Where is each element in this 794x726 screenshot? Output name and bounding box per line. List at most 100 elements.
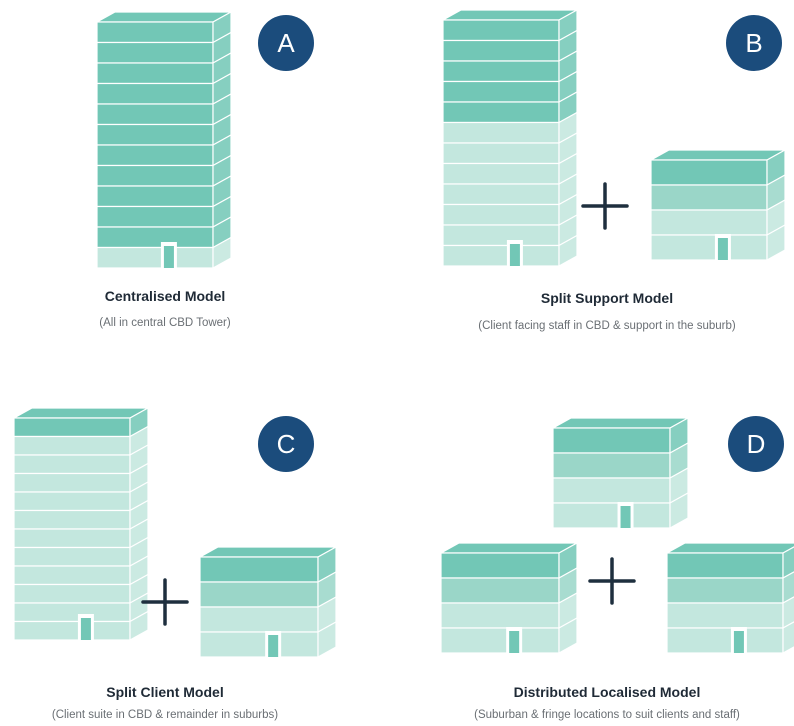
floor (442, 224, 560, 247)
building-icon (648, 148, 788, 262)
floor (199, 581, 319, 608)
building-icon (11, 406, 151, 642)
badge-b: B (726, 15, 782, 71)
floor-side (212, 236, 232, 270)
floor-side (766, 223, 786, 262)
plus-icon (581, 182, 629, 230)
floor (13, 472, 131, 493)
plus-icon (141, 578, 189, 626)
badge-d: D (728, 416, 784, 472)
floor (13, 491, 131, 512)
floor (666, 577, 784, 604)
floor (96, 144, 214, 167)
door-panel (509, 244, 520, 266)
floor (440, 552, 560, 579)
floor (96, 205, 214, 228)
building-icon (550, 416, 691, 530)
floor (666, 627, 784, 654)
floor (442, 183, 560, 206)
roof (648, 149, 788, 161)
roof (550, 417, 691, 429)
floor (442, 39, 560, 62)
floor-side (782, 571, 794, 605)
panel-c (11, 406, 339, 659)
floor (199, 631, 319, 658)
panel-title: Split Client Model (106, 684, 224, 700)
floor (442, 121, 560, 144)
floor (552, 452, 671, 479)
panel-subtitle: (All in central CBD Tower) (99, 317, 231, 329)
door-panel (620, 506, 631, 528)
floor (552, 477, 671, 504)
floor (13, 546, 131, 567)
floor (13, 602, 131, 623)
roof (94, 11, 234, 23)
badge-label: C (276, 428, 296, 459)
floor (666, 602, 784, 629)
building-icon (438, 541, 580, 655)
floor (440, 627, 560, 654)
floor-side (558, 616, 578, 655)
panel-title: Distributed Localised Model (513, 684, 701, 700)
building-icon (94, 10, 234, 270)
panel-b (440, 8, 788, 268)
floor-side (129, 610, 149, 642)
badge-label: B (745, 27, 763, 58)
roof (11, 407, 151, 419)
floor (442, 80, 560, 103)
floor (13, 583, 131, 604)
floor-side (317, 620, 337, 659)
floor (96, 62, 214, 85)
floor (552, 502, 671, 529)
floor (96, 123, 214, 146)
floor (650, 159, 768, 186)
door-panel (733, 631, 744, 653)
floor (666, 552, 784, 579)
floor (96, 41, 214, 64)
door-panel (268, 635, 279, 657)
panel-subtitle: (Suburban & fringe locations to suit cli… (474, 709, 740, 721)
roof (197, 546, 339, 558)
door-panel (509, 631, 520, 653)
floor-side (669, 491, 689, 530)
floor (442, 162, 560, 185)
floor (440, 602, 560, 629)
floor (199, 556, 319, 583)
panel-title: Split Support Model (540, 290, 674, 306)
floor (96, 21, 214, 44)
floor-side (782, 546, 794, 580)
roof (438, 542, 580, 554)
panel-subtitle: (Client suite in CBD & remainder in subu… (51, 709, 279, 721)
floor (442, 203, 560, 226)
floor (650, 234, 768, 261)
floor (13, 435, 131, 456)
badge-label: A (277, 27, 295, 58)
floor (440, 577, 560, 604)
door-panel (80, 618, 91, 640)
roof (664, 542, 794, 554)
plus-icon (588, 557, 636, 605)
floor (13, 417, 131, 438)
building-icon (664, 542, 794, 655)
badge-label: D (746, 428, 766, 459)
floor (442, 101, 560, 124)
floor (442, 19, 560, 42)
floor-side (782, 621, 794, 655)
floor (13, 528, 131, 549)
badge-a: A (258, 15, 314, 71)
floor (442, 60, 560, 83)
panel-a (94, 10, 234, 270)
floor (96, 185, 214, 208)
floor (13, 509, 131, 530)
floor (13, 454, 131, 475)
door-panel (163, 246, 174, 268)
building-icon (197, 545, 339, 659)
floor (13, 620, 131, 641)
badge-c: C (258, 416, 314, 472)
floor (442, 142, 560, 165)
roof (440, 9, 580, 21)
floor (96, 164, 214, 187)
building-icon (440, 8, 580, 268)
floor (96, 82, 214, 105)
